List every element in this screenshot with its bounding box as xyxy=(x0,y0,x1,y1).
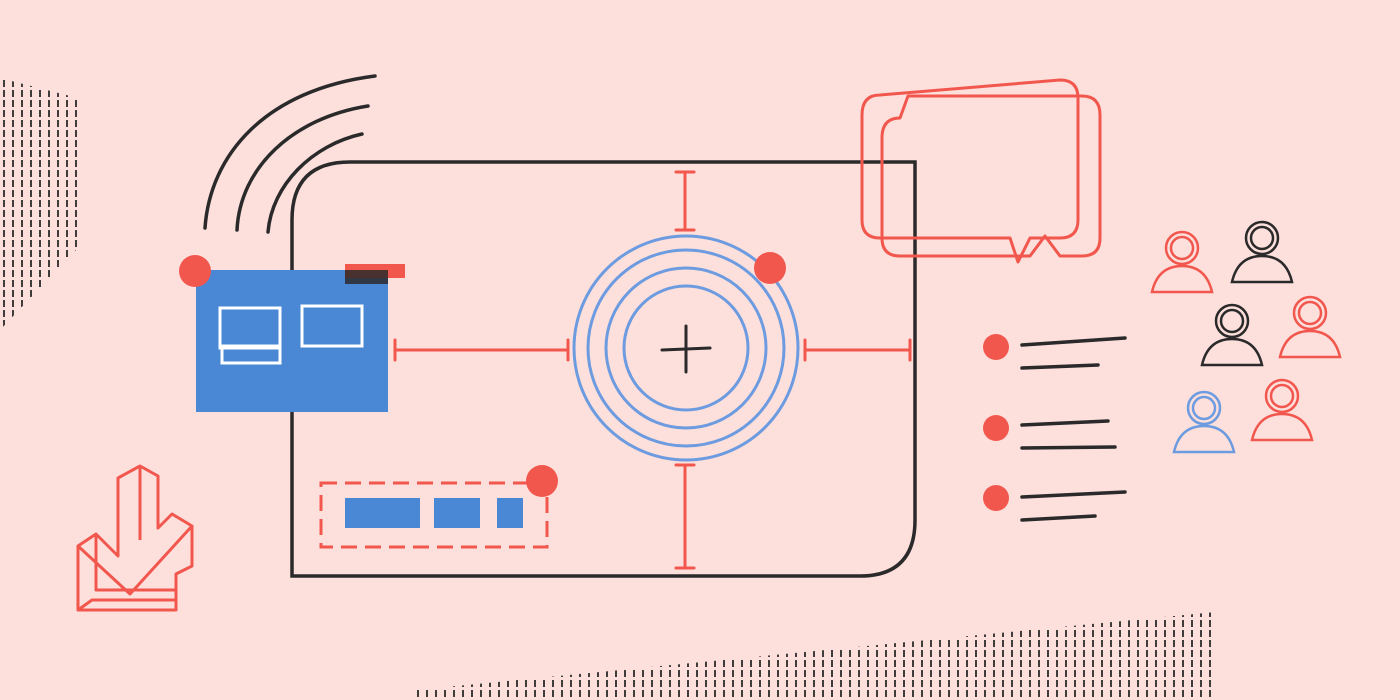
user-icon xyxy=(1278,295,1342,359)
user-icon xyxy=(1200,303,1264,367)
device-frame xyxy=(290,160,917,578)
hatch-texture-left xyxy=(0,78,78,330)
measure-lines xyxy=(393,170,912,570)
user-icon xyxy=(1230,220,1294,284)
crosshair-target-icon xyxy=(572,234,800,462)
user-icon xyxy=(1150,230,1214,294)
progress-bar xyxy=(319,465,558,549)
hatch-texture-bottom xyxy=(415,612,1215,700)
user-avatars xyxy=(1150,220,1342,454)
marker-dot xyxy=(754,252,786,284)
download-arrow-icon xyxy=(76,464,194,612)
user-icon xyxy=(1250,378,1314,442)
blue-card xyxy=(179,255,405,412)
signal-waves-icon xyxy=(203,74,377,234)
user-icon xyxy=(1172,390,1236,454)
speech-bubbles-icon xyxy=(860,78,1102,264)
bullet-list-icon xyxy=(983,334,1127,522)
